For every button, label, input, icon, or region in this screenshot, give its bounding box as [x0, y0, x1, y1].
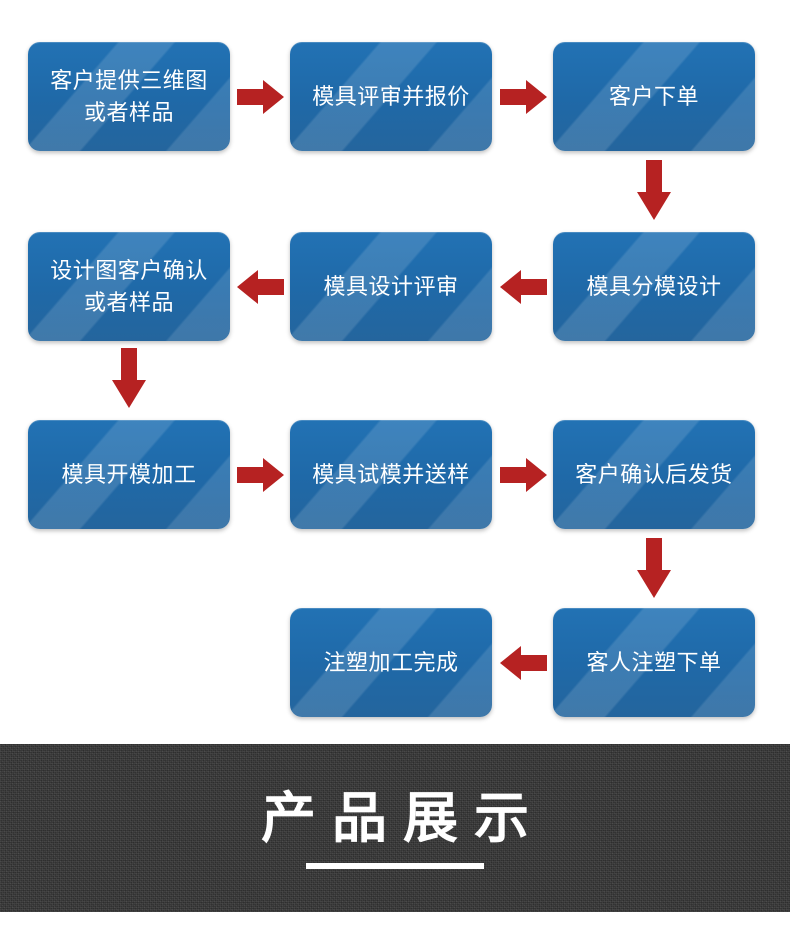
flow-node-n4[interactable]: 设计图客户确认 或者样品 — [28, 232, 230, 341]
section-banner: 产品展示 — [0, 744, 790, 912]
flow-arrow-right-n1-n2 — [237, 78, 285, 116]
flow-node-label: 模具评审并报价 — [312, 83, 470, 109]
flow-arrow-left-n5-n4 — [237, 268, 285, 306]
flow-node-n5[interactable]: 模具设计评审 — [290, 232, 492, 341]
flow-arrow-down-n4-n7 — [110, 348, 148, 410]
flow-arrow-right-n2-n3 — [500, 78, 548, 116]
banner-title: 产品展示 — [260, 787, 545, 849]
process-flowchart: 客户提供三维图 或者样品 模具评审并报价 客户下单 设计图客户确认 或者样品 模… — [28, 42, 755, 717]
flow-node-n11[interactable]: 客人注塑下单 — [553, 608, 755, 717]
flow-node-n1[interactable]: 客户提供三维图 或者样品 — [28, 42, 230, 151]
flow-node-n3[interactable]: 客户下单 — [553, 42, 755, 151]
flow-node-n7[interactable]: 模具开模加工 — [28, 420, 230, 529]
flow-arrow-down-n3-n6 — [635, 160, 673, 222]
flow-arrow-left-n6-n5 — [500, 268, 548, 306]
flow-node-label: 模具分模设计 — [586, 273, 722, 299]
flow-node-label: 客户下单 — [608, 83, 699, 109]
flow-node-label: 模具设计评审 — [323, 273, 459, 299]
flow-arrow-down-n9-n11 — [635, 538, 673, 600]
flow-node-label: 模具开模加工 — [61, 461, 197, 487]
flow-node-n10[interactable]: 注塑加工完成 — [290, 608, 492, 717]
flow-arrow-left-n11-n10 — [500, 644, 548, 682]
flow-node-n9[interactable]: 客户确认后发货 — [553, 420, 755, 529]
flow-node-label: 客人注塑下单 — [586, 649, 722, 675]
flow-node-label: 注塑加工完成 — [323, 649, 459, 675]
banner-underline — [306, 863, 484, 869]
flow-node-n2[interactable]: 模具评审并报价 — [290, 42, 492, 151]
flow-node-label: 设计图客户确认 或者样品 — [50, 257, 208, 315]
flow-node-n8[interactable]: 模具试模并送样 — [290, 420, 492, 529]
flow-node-label: 模具试模并送样 — [312, 461, 470, 487]
flow-node-n6[interactable]: 模具分模设计 — [553, 232, 755, 341]
flow-arrow-right-n7-n8 — [237, 456, 285, 494]
flow-arrow-right-n8-n9 — [500, 456, 548, 494]
flow-node-label: 客户提供三维图 或者样品 — [50, 67, 208, 125]
flow-node-label: 客户确认后发货 — [575, 461, 733, 487]
